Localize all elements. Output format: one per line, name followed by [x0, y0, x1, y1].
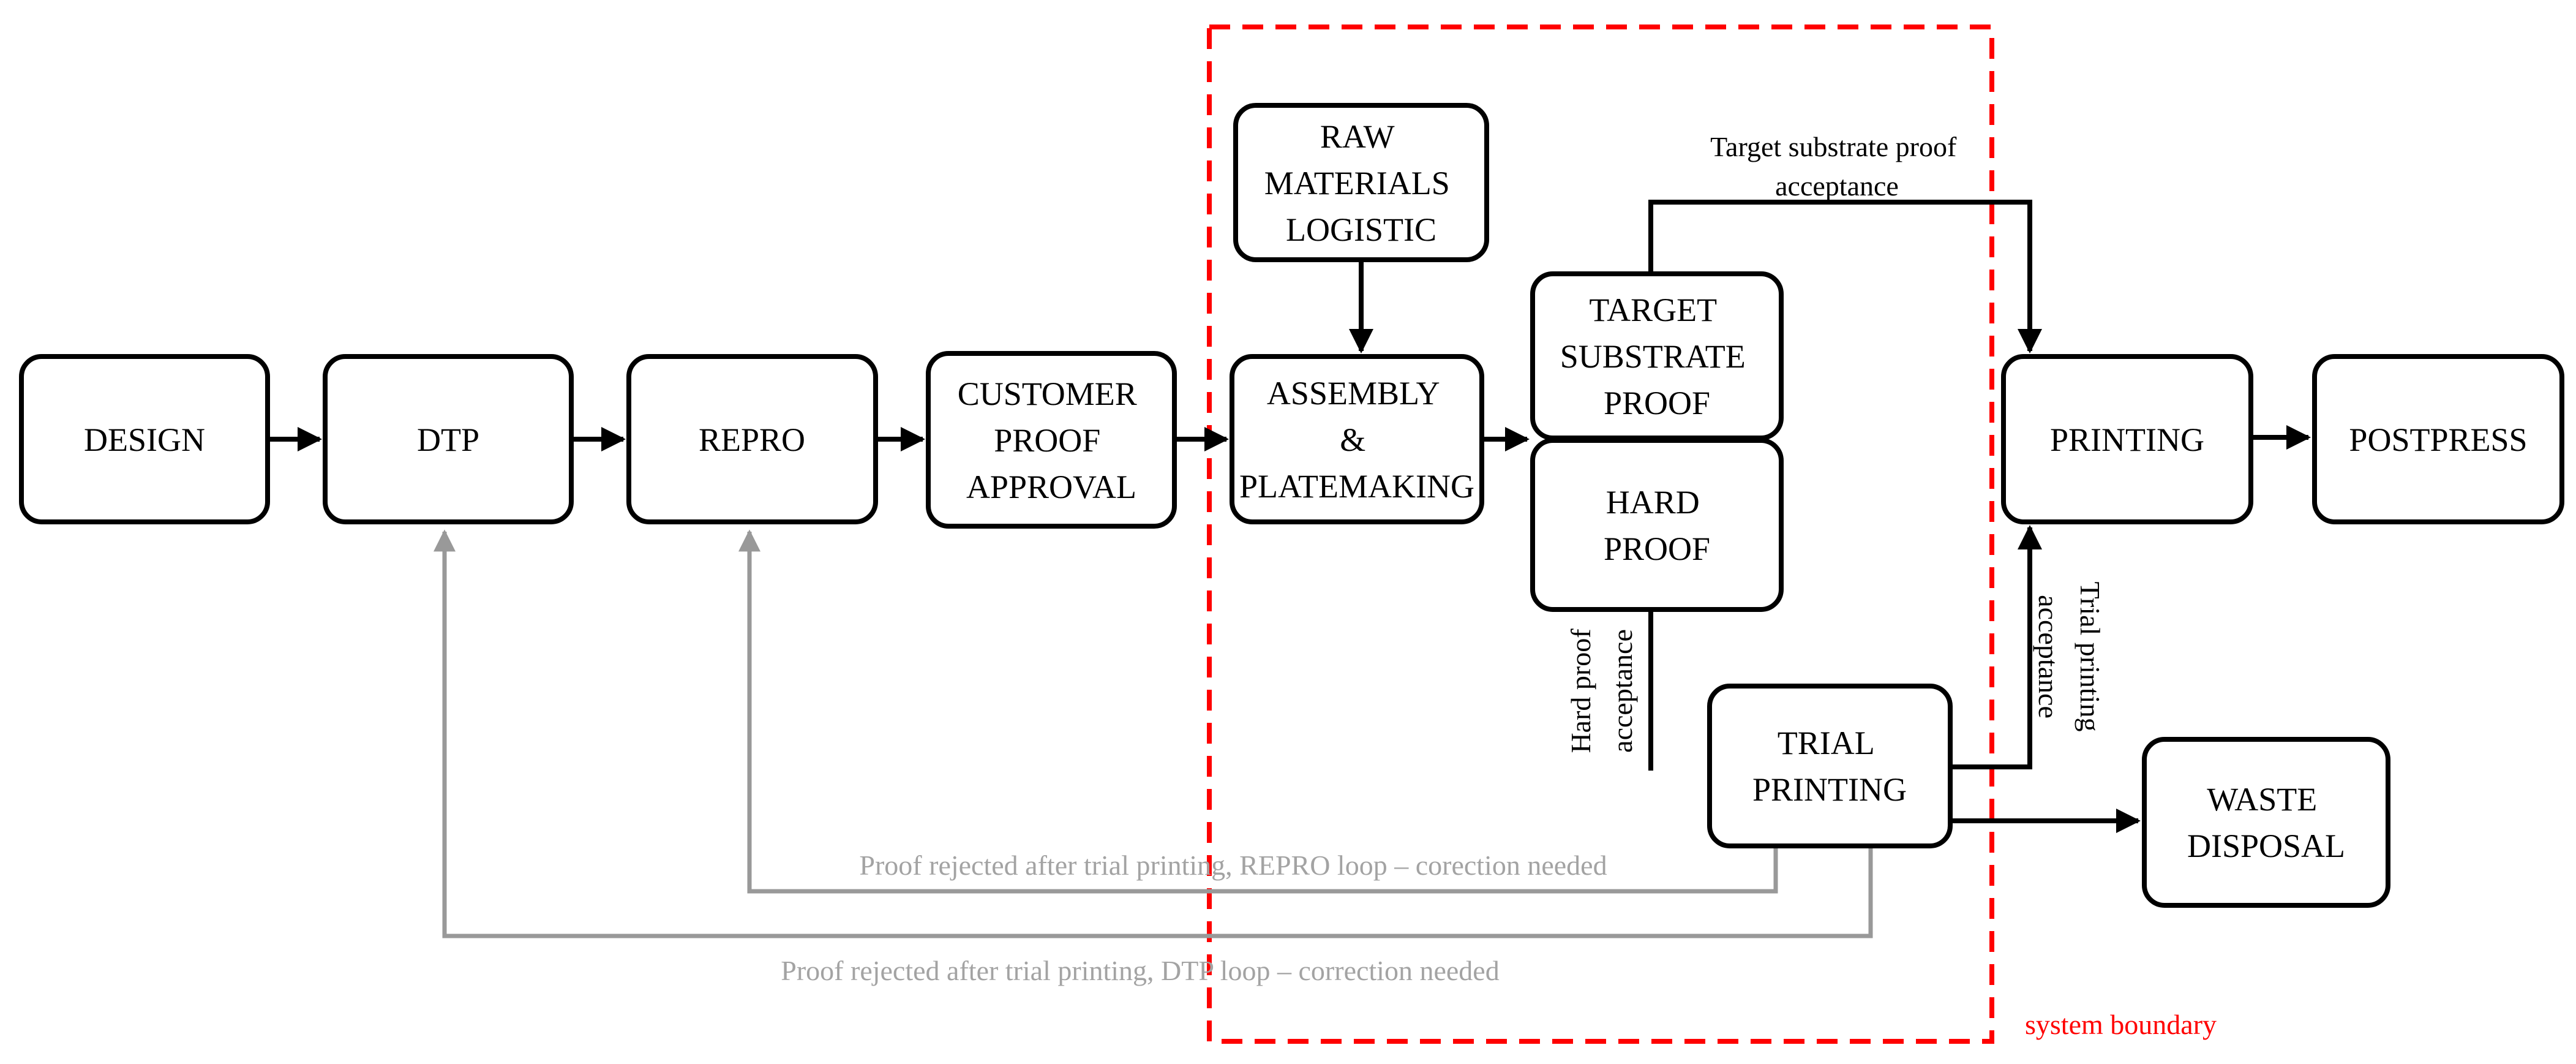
trial-printing-acceptance-line2: acceptance	[2033, 595, 2064, 719]
hard-proof-acceptance-line2: acceptance	[1607, 629, 1638, 753]
customer-proof-approval-label: CUSTOMER PROOF APPROVAL	[958, 375, 1146, 505]
postpress-box	[2312, 354, 2564, 524]
hard-proof-box	[1530, 438, 1784, 612]
node-customer-proof-approval: CUSTOMER PROOF APPROVAL	[926, 351, 1177, 529]
assembly-platemaking-box	[1230, 354, 1484, 524]
node-waste-disposal: WASTE DISPOSAL	[2142, 737, 2390, 908]
node-target-substrate-proof: TARGET SUBSTRATE PROOF	[1530, 271, 1784, 440]
design-box	[19, 354, 270, 524]
customer-proof-approval-box	[926, 351, 1177, 529]
node-dtp: DTP	[323, 354, 574, 524]
system-boundary-box	[1207, 25, 1994, 1044]
node-repro: REPRO	[626, 354, 878, 524]
hard-proof-acceptance-line1: Hard proof	[1565, 628, 1596, 753]
node-assembly-platemaking: ASSEMBLY & PLATEMAKING	[1230, 354, 1484, 524]
trial-printing-acceptance-label: Trial printing acceptance	[2033, 582, 2106, 732]
node-printing: PRINTING	[2001, 354, 2253, 524]
assembly-platemaking-label: ASSEMBLY & PLATEMAKING	[1239, 375, 1474, 505]
target-substrate-acceptance-label: Target substrate proof acceptance	[1710, 131, 1964, 202]
hard-proof-acceptance-label: Hard proof acceptance	[1565, 628, 1638, 753]
waste-disposal-box	[2142, 737, 2390, 908]
hard-proof-label: HARD PROOF	[1604, 484, 1710, 567]
waste-disposal-label: WASTE DISPOSAL	[2187, 781, 2345, 864]
dtp-box	[323, 354, 574, 524]
printing-box	[2001, 354, 2253, 524]
node-trial-printing: TRIAL PRINTING	[1707, 684, 1953, 848]
design-label: DESIGN	[84, 421, 205, 458]
trial-printing-label: TRIAL PRINTING	[1752, 725, 1907, 808]
trial-printing-acceptance-line1: Trial printing	[2075, 582, 2106, 732]
feedback-arrow-dtp-loop	[434, 529, 1873, 938]
dtp-loop-label: Proof rejected after trial printing, DTP…	[781, 955, 1499, 986]
printing-label: PRINTING	[2050, 421, 2204, 458]
node-design: DESIGN	[19, 354, 270, 524]
raw-materials-logistic-label: RAW MATERIALS LOGISTIC	[1264, 118, 1459, 248]
arrow-target-substrate-acceptance-to-printing	[1648, 200, 2042, 353]
node-hard-proof: HARD PROOF	[1530, 438, 1784, 612]
repro-label: REPRO	[699, 421, 805, 458]
target-substrate-proof-label: TARGET SUBSTRATE PROOF	[1560, 292, 1754, 421]
repro-loop-label: Proof rejected after trial printing, REP…	[859, 850, 1607, 881]
feedback-arrow-repro-loop	[738, 529, 1778, 894]
postpress-label: POSTPRESS	[2349, 421, 2527, 458]
dtp-label: DTP	[417, 421, 479, 458]
system-boundary-label: system boundary	[2025, 1009, 2217, 1040]
repro-box	[626, 354, 878, 524]
node-postpress: POSTPRESS	[2312, 354, 2564, 524]
node-raw-materials-logistic: RAW MATERIALS LOGISTIC	[1233, 103, 1489, 262]
trial-printing-box	[1707, 684, 1953, 848]
raw-materials-logistic-box	[1233, 103, 1489, 262]
